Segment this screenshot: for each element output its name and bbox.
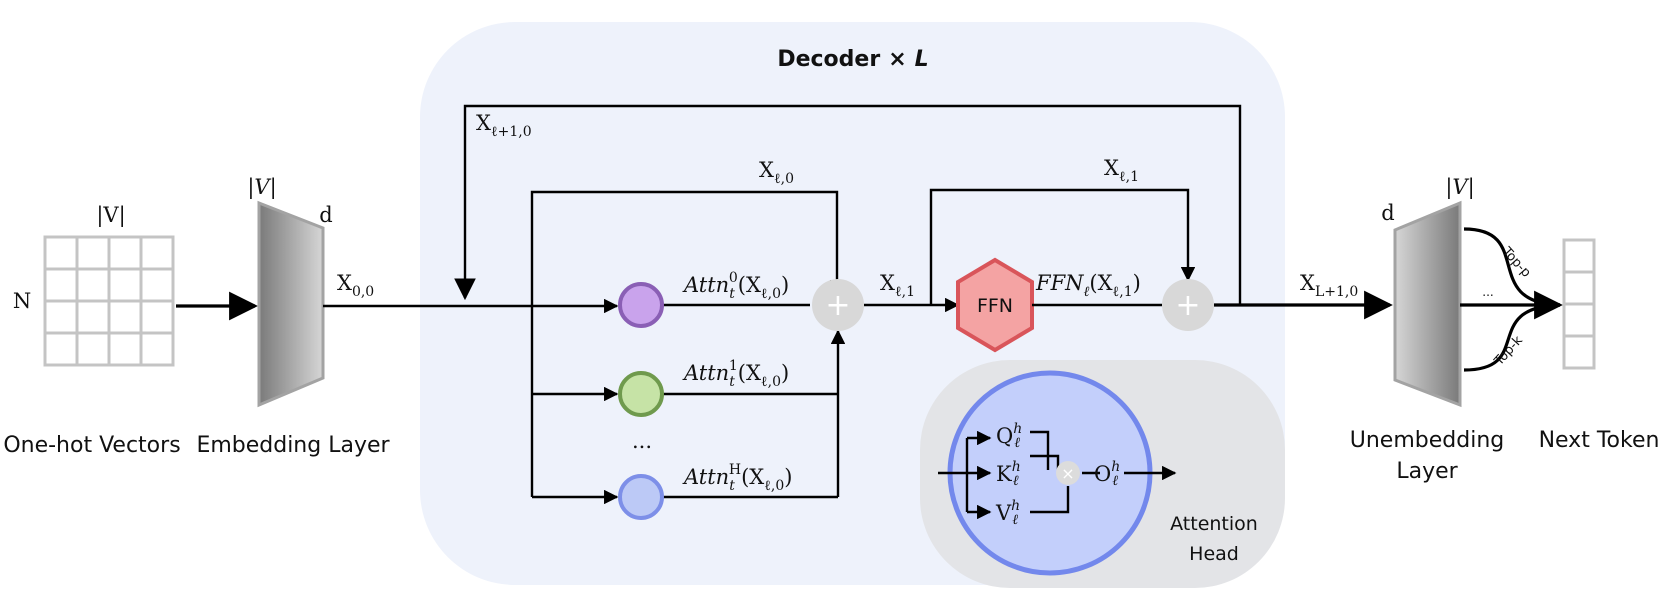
unembedding-caption-2: Layer [1396, 459, 1458, 484]
attention-head-0[interactable] [618, 282, 664, 328]
sampling-paths [1460, 227, 1563, 372]
svg-text:+: + [825, 288, 850, 323]
svg-text:+: + [1175, 288, 1200, 323]
decoder-title: Decoder×L [777, 47, 928, 72]
heads-ellipsis: ... [632, 429, 652, 453]
unembedding-top-label: |V| [1445, 175, 1474, 200]
head-0-label: Attnt0(Xℓ,0) [682, 270, 789, 302]
head-1-label: Attnt1(Xℓ,0) [682, 358, 789, 390]
unembedding-layer-shape [1393, 200, 1462, 408]
svg-text:×: × [1061, 464, 1074, 483]
x-L1-label: XL+1,0 [1300, 271, 1358, 300]
attention-head-caption-2: Head [1189, 543, 1239, 565]
attention-head-h[interactable] [618, 474, 664, 520]
grid-cols-label: |V| [96, 203, 125, 228]
x-l1-top-label: Xℓ,1 [1104, 156, 1139, 185]
attention-head-1[interactable] [618, 371, 664, 417]
unembedding-caption-1: Unembedding [1350, 428, 1504, 453]
svg-text:FFN: FFN [977, 295, 1013, 317]
one-hot-grid [43, 235, 175, 367]
attention-head-caption-1: Attention [1170, 513, 1258, 535]
embedding-caption: Embedding Layer [196, 433, 390, 458]
next-token-caption: Next Token [1539, 428, 1660, 453]
grid-rows-label: N [13, 289, 31, 313]
x-l1-mid-label: Xℓ,1 [880, 271, 915, 300]
x-lp1-label: Xℓ+1,0 [476, 111, 532, 140]
x00-label: X0,0 [337, 271, 374, 300]
next-token-vector [1562, 238, 1596, 370]
attention-multiply-node: × [1056, 461, 1080, 485]
x-l0-top-label: Xℓ,0 [759, 158, 794, 187]
residual-add-1: + [812, 279, 864, 331]
sampling-ellipsis: ... [1482, 285, 1493, 299]
embedding-top-label: |V| [247, 175, 276, 200]
head-h-label: AttntH(Xℓ,0) [682, 462, 793, 494]
ffn-output-label: FFNℓ(Xℓ,1) [1035, 271, 1141, 300]
embedding-layer-shape [257, 200, 325, 408]
unembedding-d-label: d [1381, 201, 1394, 225]
ffn-block[interactable]: FFN [956, 257, 1034, 353]
residual-add-2: + [1162, 279, 1214, 331]
top-p-label: Top-p [1498, 244, 1533, 281]
embedding-d-label: d [319, 203, 332, 227]
attention-head-wiring [938, 430, 1177, 520]
one-hot-caption: One-hot Vectors [3, 433, 180, 458]
